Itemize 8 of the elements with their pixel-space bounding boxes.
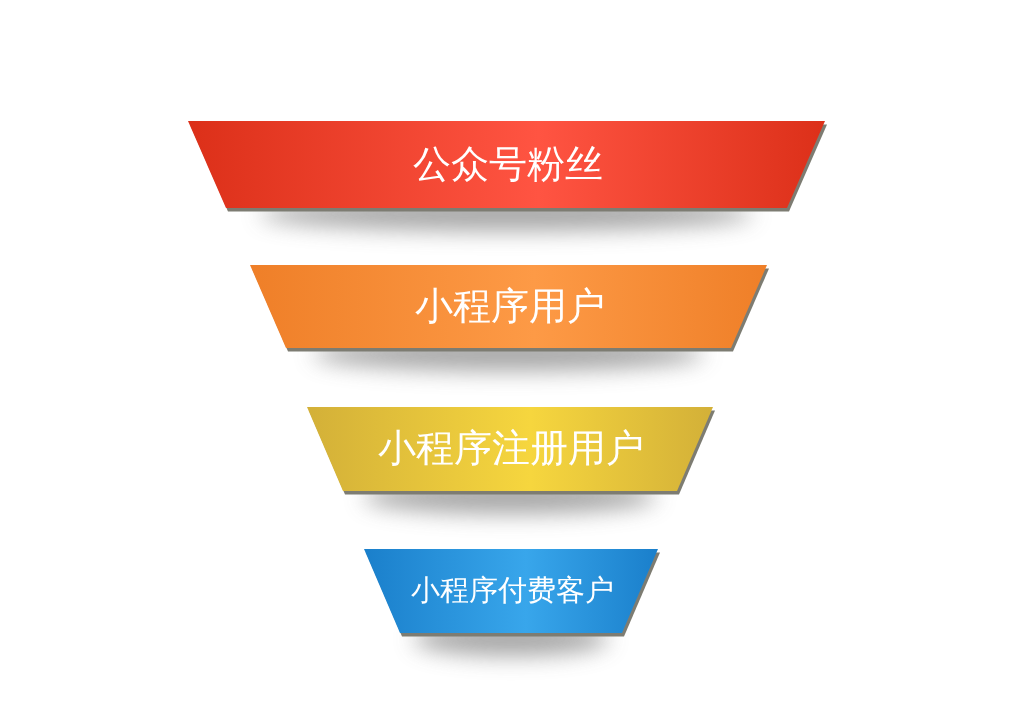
stage-label: 小程序用户	[414, 284, 605, 329]
funnel-stage	[307, 407, 715, 495]
funnel-stage	[364, 549, 660, 637]
funnel-stage	[250, 265, 769, 352]
stage-label: 小程序付费客户	[410, 574, 614, 608]
stage-label: 公众号粉丝	[412, 142, 603, 187]
stage-label: 小程序注册用户	[378, 427, 644, 471]
funnel-stage	[188, 121, 827, 212]
